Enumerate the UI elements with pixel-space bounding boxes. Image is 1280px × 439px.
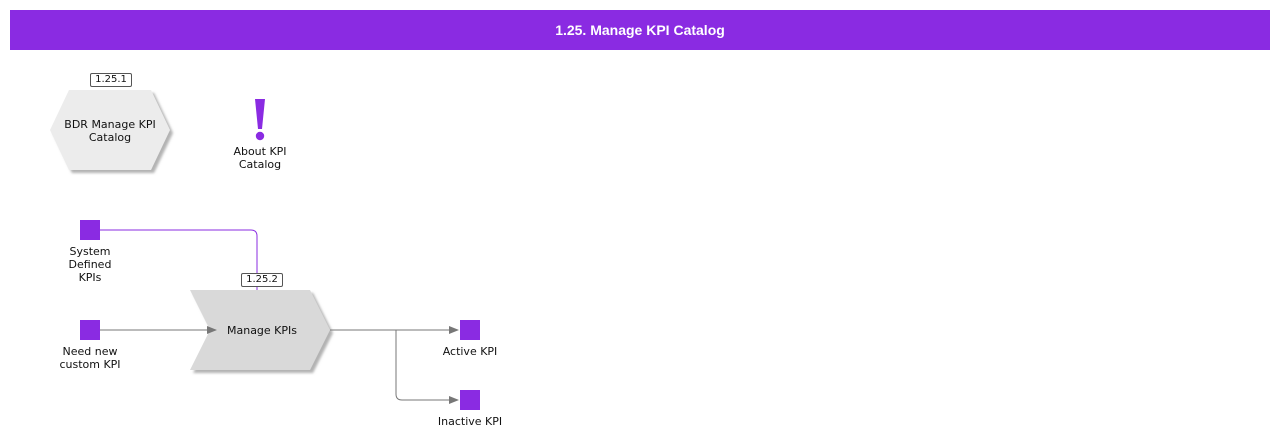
exclamation-icon[interactable]	[255, 99, 265, 141]
process-interface-label: BDR Manage KPI Catalog	[64, 118, 156, 144]
event-inactive-kpi[interactable]	[460, 390, 480, 410]
function-label: Manage KPIs	[226, 324, 297, 337]
event-label-inactive-kpi: Inactive KPI	[437, 415, 503, 428]
function-id-tag: 1.25.2	[241, 273, 283, 287]
flow-connector-inactive	[395, 330, 459, 404]
event-active-kpi[interactable]	[460, 320, 480, 340]
event-system-defined-kpis[interactable]	[80, 220, 100, 240]
page-title: 1.25. Manage KPI Catalog	[10, 10, 1270, 50]
function-shape[interactable]	[190, 290, 330, 370]
event-need-new-custom-kpi[interactable]	[80, 320, 100, 340]
note-label: About KPI Catalog	[233, 145, 287, 171]
process-interface-shape[interactable]	[50, 90, 170, 170]
process-interface-id-tag: 1.25.1	[90, 73, 132, 87]
event-label-active-kpi: Active KPI	[442, 345, 498, 358]
event-label-system-defined-kpis: System Defined KPIs	[68, 245, 112, 284]
event-label-need-new-custom-kpi: Need new custom KPI	[59, 345, 121, 371]
info-flow-connector	[100, 229, 258, 290]
